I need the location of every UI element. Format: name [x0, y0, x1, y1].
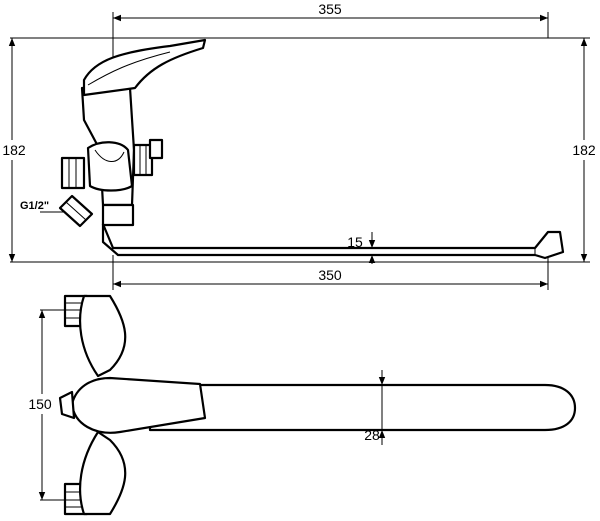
dimension-label-182-left: 182: [2, 142, 26, 158]
lever-handle: [82, 38, 207, 97]
plan-view: 150 28: [20, 294, 577, 516]
side-elevation-view: 355 182 182 350 15: [0, 1, 598, 290]
dimension-label-350: 350: [318, 267, 342, 283]
spout: [101, 222, 565, 260]
lever-plan: [70, 376, 207, 434]
dimension-label-28: 28: [364, 427, 380, 443]
dimension-label-15: 15: [347, 234, 363, 250]
body-bottom-neck: [101, 203, 135, 227]
body-upper: [78, 294, 127, 378]
thread-label: G1/2": [20, 200, 49, 212]
lever-cap: [58, 390, 76, 420]
switch-knob: [132, 143, 154, 177]
dimension-label-150: 150: [28, 396, 52, 412]
body-lower: [78, 430, 127, 516]
spout-plan: [148, 383, 577, 432]
dimension-label-355: 355: [318, 1, 342, 17]
inlet-connector: [60, 156, 86, 190]
switch-tip: [148, 138, 164, 160]
dimension-label-182-right: 182: [572, 142, 596, 158]
diverter-switch: [86, 141, 134, 192]
